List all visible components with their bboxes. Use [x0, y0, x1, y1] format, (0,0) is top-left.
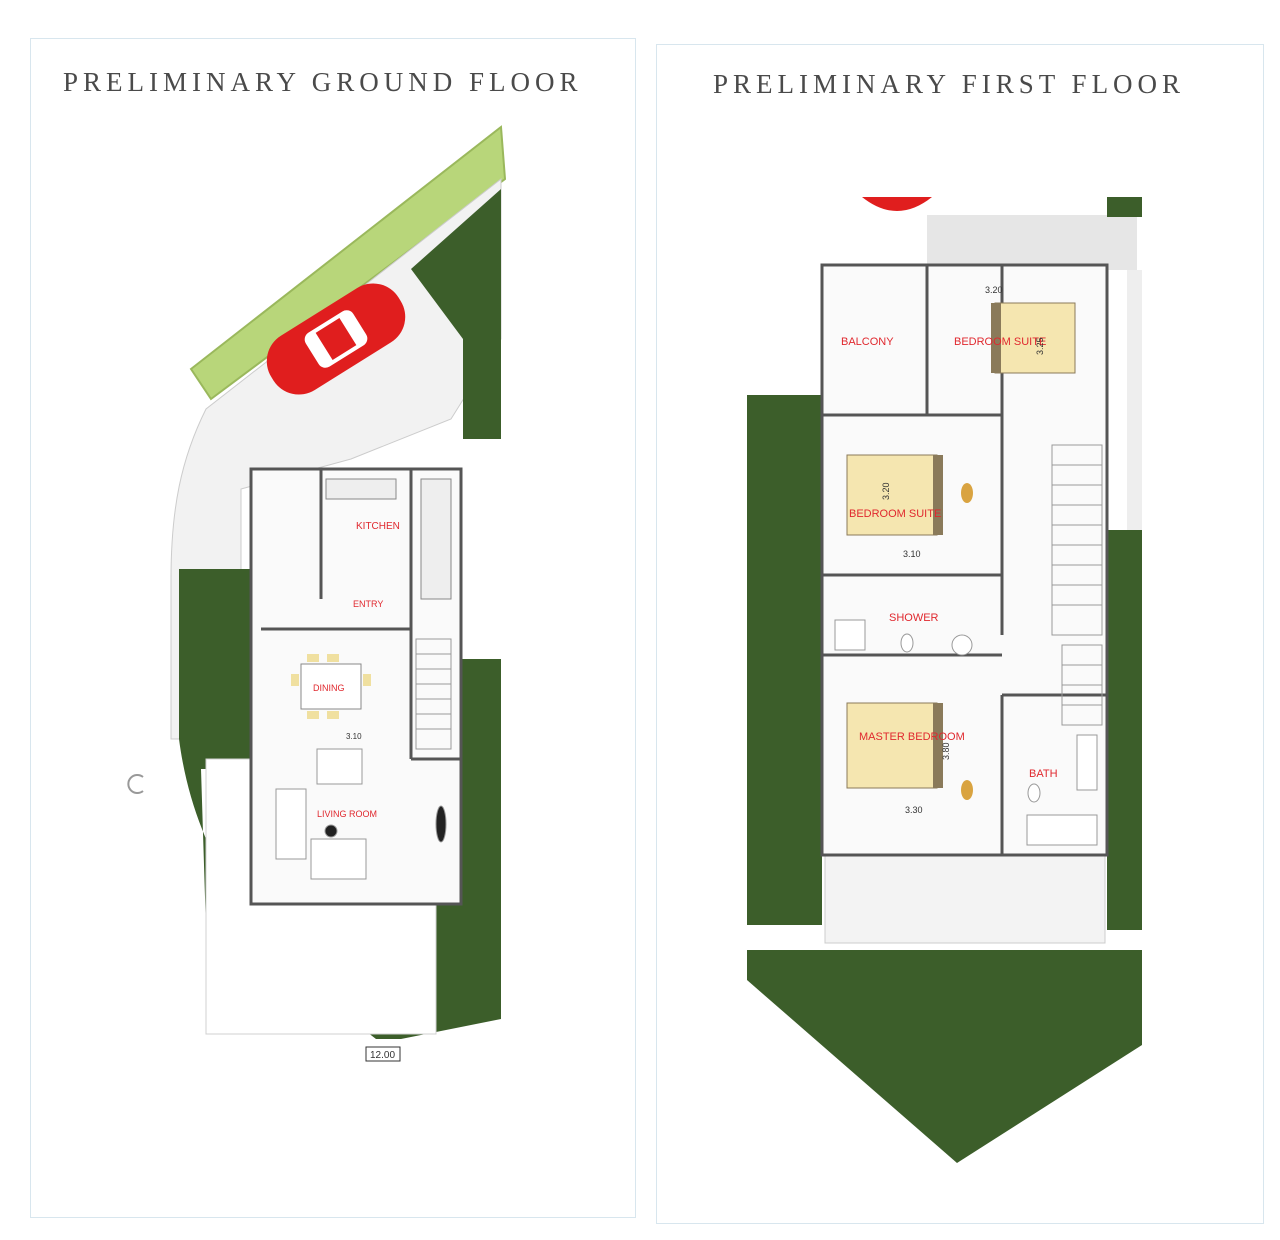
ground-floor-panel: PRELIMINARY GROUND FLOOR — [30, 38, 636, 1218]
dim-suite1-width: 3.20 — [985, 285, 1003, 295]
room-label-bedroom-suite-1: BEDROOM SUITE — [954, 336, 1046, 348]
dim-suite1-depth: 3.25 — [1035, 337, 1045, 355]
lawn-bottom — [747, 950, 1142, 1163]
hedge-strip — [189, 125, 507, 401]
bed-master — [846, 702, 943, 789]
dim-master-width: 3.30 — [905, 805, 923, 815]
car-peek — [862, 197, 932, 211]
car — [266, 283, 406, 395]
roof-paving — [927, 215, 1137, 270]
room-label-master-bedroom: MASTER BEDROOM — [859, 731, 965, 743]
dim-suite2-width: 3.10 — [903, 549, 921, 559]
lawn-left — [747, 395, 822, 925]
bath-fixtures — [1026, 734, 1098, 846]
first-floor-plan: BALCONY BEDROOM SUITE BEDROOM SUITE SHOW… — [747, 197, 1142, 1163]
lower-terrace — [824, 852, 1106, 944]
dim-dining-width: 3.10 — [346, 732, 362, 741]
room-label-shower: SHOWER — [889, 612, 939, 624]
ground-floor-title: PRELIMINARY GROUND FLOOR — [63, 67, 583, 97]
first-floor-title: PRELIMINARY FIRST FLOOR — [713, 69, 1186, 99]
dim-master-depth: 3.80 — [941, 742, 951, 760]
level-marker: 12.00 — [370, 1050, 395, 1061]
room-label-balcony: BALCONY — [841, 336, 894, 348]
room-label-living: LIVING ROOM — [317, 809, 377, 819]
shower-fixtures — [834, 619, 973, 656]
bed-suite-1 — [991, 302, 1076, 374]
kitchen-counter — [325, 478, 397, 500]
living-furniture — [275, 748, 447, 880]
gate-marker — [127, 774, 144, 794]
room-label-kitchen: KITCHEN — [356, 521, 400, 532]
room-label-dining: DINING — [313, 683, 345, 693]
site-paving — [170, 177, 502, 740]
room-label-bath: BATH — [1029, 768, 1058, 780]
room-label-bedroom-suite-2: BEDROOM SUITE — [849, 508, 941, 520]
bed-suite-2 — [846, 454, 943, 536]
dining-table — [291, 654, 371, 719]
dim-suite2-depth: 3.20 — [881, 482, 891, 500]
lawn-right-upper — [411, 189, 501, 439]
kitchen-counter-side — [420, 478, 452, 600]
first-floor-panel: PRELIMINARY FIRST FLOOR — [656, 44, 1264, 1224]
lawn-right-lower — [1107, 530, 1142, 930]
room-label-entry: ENTRY — [353, 599, 383, 609]
ground-floor-plan: KITCHEN ENTRY DINING LIVING ROOM 3.10 12… — [127, 125, 507, 1062]
ground-stairs — [415, 638, 452, 750]
first-stairs — [1051, 444, 1103, 726]
